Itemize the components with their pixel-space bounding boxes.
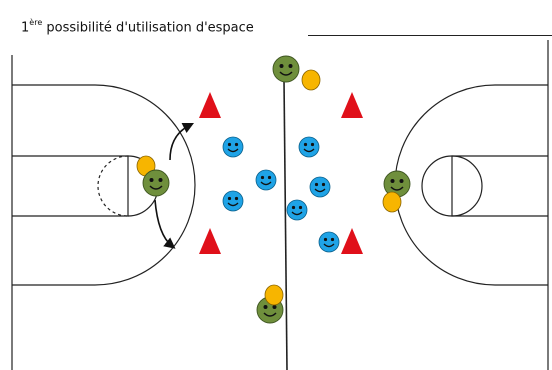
blue-smiley-icon: [255, 169, 277, 191]
cone-icon: [341, 92, 363, 118]
balls-front: [264, 69, 402, 306]
green-smiley-icon: [272, 55, 300, 83]
title-number: 1: [21, 20, 30, 36]
blue-smiley-icon: [318, 231, 340, 253]
center-line: [283, 79, 288, 370]
curved-arrow-icon: [154, 199, 176, 249]
defenders: [222, 136, 340, 253]
blue-smiley-icon: [286, 199, 308, 221]
right-free-throw-circle: [421, 155, 453, 217]
movement-arrows: [154, 122, 195, 249]
ball-icon: [264, 284, 284, 306]
court-lines: [11, 40, 549, 370]
ball-icon: [382, 191, 402, 213]
title-superscript: ère: [29, 18, 43, 27]
attackers: [142, 55, 411, 324]
blue-smiley-icon: [222, 136, 244, 158]
left-three-point-arc: [12, 84, 196, 286]
curved-arrow-icon: [169, 122, 195, 161]
cone-icon: [341, 228, 363, 254]
cones: [199, 92, 363, 254]
green-smiley-icon: [142, 169, 170, 197]
blue-smiley-icon: [222, 190, 244, 212]
green-smiley-icon: [383, 170, 411, 198]
ball-icon: [301, 69, 321, 91]
title-text: possibilité d'utilisation d'espace: [42, 20, 254, 36]
title-underline: [308, 35, 552, 36]
right-three-point-arc: [394, 84, 548, 286]
blue-smiley-icon: [309, 176, 331, 198]
right-key: [451, 155, 548, 217]
left-key: [12, 155, 129, 217]
cone-icon: [199, 92, 221, 118]
cone-icon: [199, 228, 221, 254]
blue-smiley-icon: [298, 136, 320, 158]
diagram-title: 1ère possibilité d'utilisation d'espace: [21, 18, 254, 36]
